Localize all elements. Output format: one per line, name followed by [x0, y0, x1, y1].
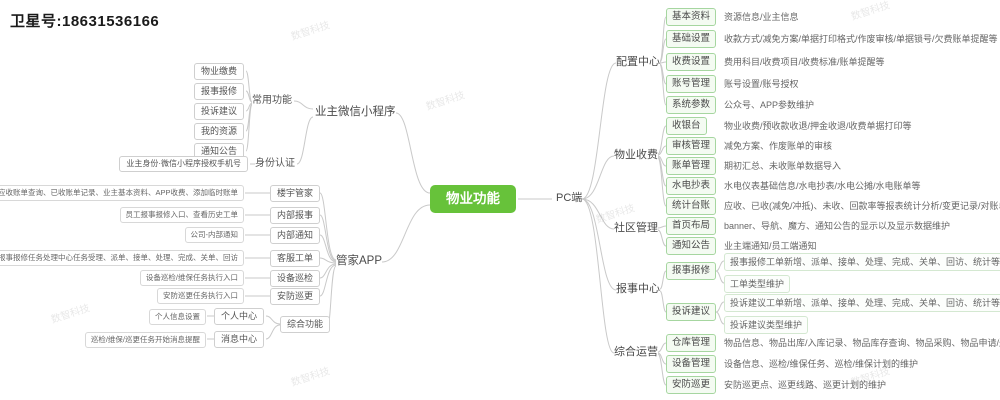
desc-account-mgmt: 账号设置/账号授权: [724, 79, 799, 89]
node-security-patrol: 安防巡更: [270, 288, 321, 305]
node-meter-reading: 水电抄表: [666, 177, 717, 195]
node-repair-workorder: 报事报修: [666, 262, 717, 280]
node-basic-info: 基本资料: [666, 8, 717, 26]
node-personal-center: 个人中心: [213, 308, 264, 325]
node-identity-auth: 身份认证: [255, 158, 295, 169]
desc-repair-workorder-2: 工单类型维护: [724, 275, 791, 293]
section-report-center: 报事中心: [616, 283, 660, 295]
node-complaint: 投诉建议: [193, 103, 244, 120]
node-internal-notice: 内部通知: [270, 227, 321, 244]
desc-equipment-mgmt: 设备信息、巡检/维保任务、巡检/维保计划的维护: [724, 359, 919, 369]
desc-review-mgmt: 减免方案、作废账单的审核: [724, 141, 833, 151]
node-service-ticket: 客服工单: [270, 250, 321, 267]
node-fee-settings: 收费设置: [666, 53, 717, 71]
node-building-butler: 楼宇管家: [270, 185, 321, 202]
node-notice-announce: 通知公告: [666, 237, 717, 255]
section-general-operations: 综合运营: [614, 346, 658, 358]
leaf-service-ticket: 报事报修任务处理中心任务受理、派单、接单、处理、完成、关单、回访: [0, 250, 244, 266]
desc-complaint-workorder-2: 投诉建议类型维护: [724, 316, 809, 334]
leaf-personal-center: 个人信息设置: [149, 309, 206, 325]
node-internal-report: 内部报事: [270, 207, 321, 224]
leaf-building-butler: 应收账单查询、已收账单记录、业主基本资料、APP收费、添加临时账单: [0, 185, 244, 201]
node-misc-functions: 综合功能: [280, 316, 331, 333]
contact-number: 卫星号:18631536166: [10, 13, 160, 30]
node-common-functions: 常用功能: [252, 95, 292, 106]
leaf-internal-report: 员工报事报修入口、查看历史工单: [119, 207, 244, 223]
node-message-center: 消息中心: [213, 331, 264, 348]
desc-cashier: 物业收费/预收款收退/押金收退/收费单据打印等: [724, 121, 912, 131]
node-equipment-inspection: 设备巡检: [270, 270, 321, 287]
node-stats-ledger: 统计台账: [666, 197, 717, 215]
desc-fee-settings: 费用科目/收费项目/收费标准/账单提醒等: [724, 57, 885, 67]
desc-stats-ledger: 应收、已收(减免/冲抵)、未收、回款率等报表统计分析/变更记录/对账单: [724, 201, 1000, 211]
root-node: 物业功能: [430, 185, 516, 214]
node-account-mgmt: 账号管理: [666, 75, 717, 93]
node-equipment-mgmt: 设备管理: [666, 355, 717, 373]
desc-security-patrol-pc: 安防巡更点、巡更线路、巡更计划的维护: [724, 380, 887, 390]
node-basic-settings: 基础设置: [666, 30, 717, 48]
leaf-equipment-inspection: 设备巡检/维保任务执行入口: [139, 270, 244, 286]
desc-homepage-layout: banner、导航、魔方、通知公告的显示以及显示数据维护: [724, 221, 951, 231]
node-homepage-layout: 首页布局: [666, 217, 717, 235]
section-property-fees: 物业收费: [614, 149, 658, 161]
leaf-security-patrol: 安防巡更任务执行入口: [157, 288, 244, 304]
desc-basic-settings: 收款方式/减免方案/单据打印格式/作废审核/单据锁号/欠费账单提醒等: [724, 34, 998, 44]
desc-system-params: 公众号、APP参数维护: [724, 100, 815, 110]
node-cashier: 收银台: [666, 117, 707, 135]
node-butler-app: 管家APP: [336, 255, 383, 267]
node-review-mgmt: 审核管理: [666, 137, 717, 155]
node-miniprogram: 业主微信小程序: [315, 106, 396, 118]
node-repair-report: 报事报修: [193, 83, 244, 100]
section-config-center: 配置中心: [616, 56, 660, 68]
node-security-patrol-pc: 安防巡更: [666, 376, 717, 394]
desc-basic-info: 资源信息/业主信息: [724, 12, 799, 22]
desc-warehouse-mgmt: 物品信息、物品出库/入库记录、物品库存查询、物品采购、物品申请/返还记录等: [724, 338, 1000, 348]
node-owner-identity: 业主身份·微信小程序授权手机号: [119, 156, 248, 172]
node-complaint-workorder: 投诉建议: [666, 303, 717, 321]
leaf-internal-notice: 公司-内部通知: [184, 227, 244, 243]
node-pc: PC端: [556, 192, 583, 204]
node-bill-mgmt: 账单管理: [666, 157, 717, 175]
leaf-message-center: 巡检/维保/巡更任务开始消息提醒: [84, 332, 206, 348]
desc-repair-workorder-1: 报事报修工单新增、派单、接单、处理、完成、关单、回访、统计等: [724, 253, 1000, 271]
desc-complaint-workorder-1: 投诉建议工单新增、派单、接单、处理、完成、关单、回访、统计等: [724, 294, 1000, 312]
desc-notice-announce: 业主端通知/员工端通知: [724, 241, 817, 251]
node-my-resources: 我的资源: [193, 123, 244, 140]
node-system-params: 系统参数: [666, 96, 717, 114]
node-payment: 物业缴费: [193, 63, 244, 80]
desc-bill-mgmt: 期初汇总、未收账单数据导入: [724, 161, 842, 171]
section-community-mgmt: 社区管理: [614, 222, 658, 234]
desc-meter-reading: 水电仪表基础信息/水电抄表/水电公摊/水电账单等: [724, 181, 921, 191]
node-warehouse-mgmt: 仓库管理: [666, 334, 717, 352]
